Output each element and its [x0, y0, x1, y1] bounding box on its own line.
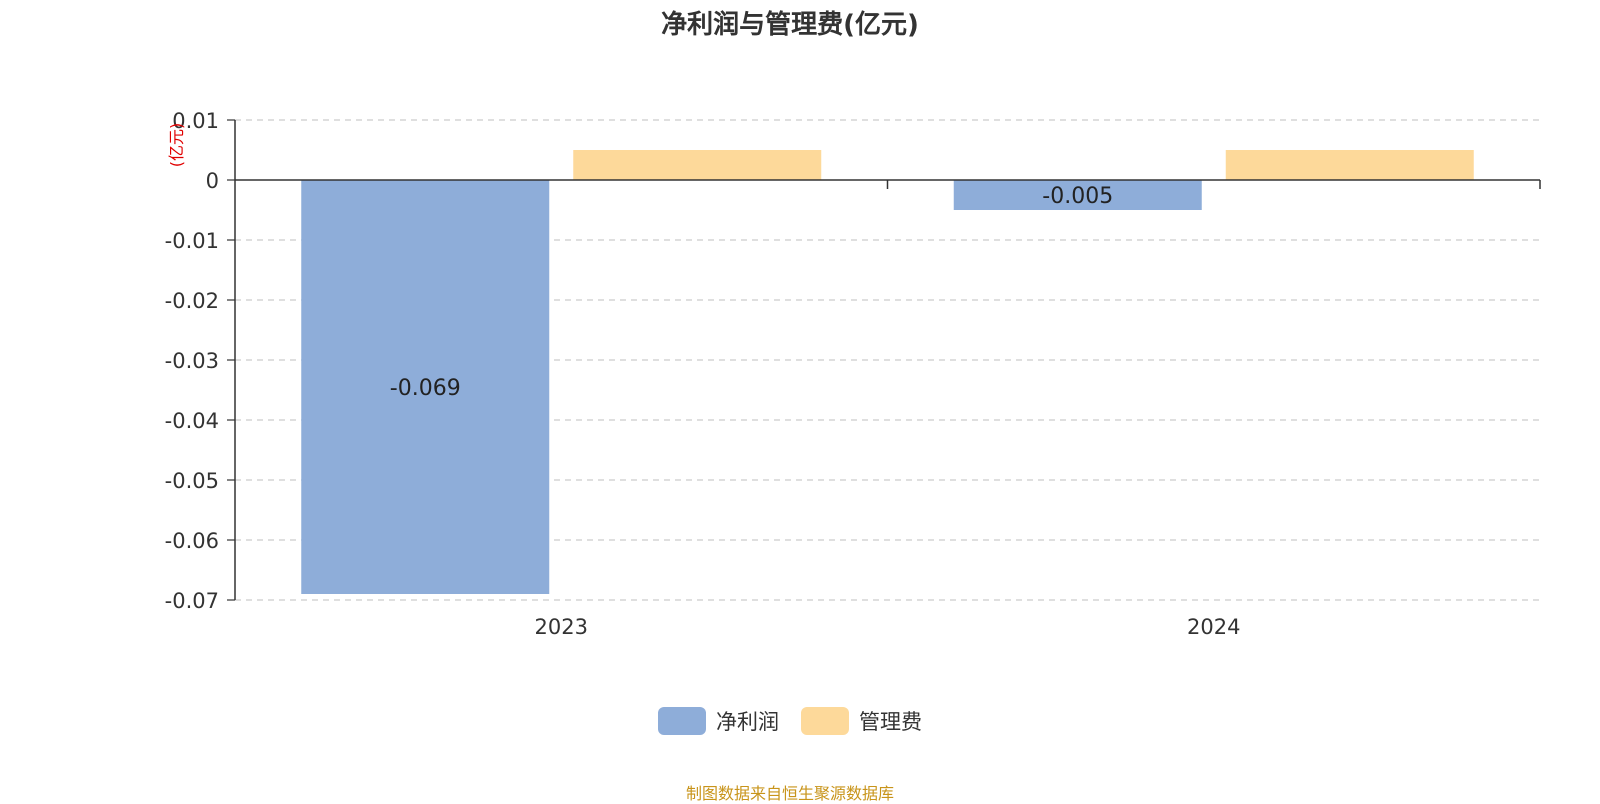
y-tick-label: -0.04: [165, 409, 219, 433]
y-tick-label: -0.07: [165, 589, 219, 613]
x-tick-label: 2024: [1187, 615, 1240, 639]
bar-管理费-2024: [1225, 150, 1474, 180]
legend-swatch-net-profit: [658, 707, 706, 735]
y-tick-label: -0.05: [165, 469, 219, 493]
y-tick-label: 0: [206, 169, 219, 193]
axes: 0.01 0 -0.01 -0.02 -0.03 -0.04 -0.05 -0.06 -0.07…: [165, 109, 1541, 639]
grid-lines: [235, 119, 1540, 601]
legend-item-net-profit[interactable]: 净利润: [658, 706, 779, 736]
y-tick-label: -0.01: [165, 229, 219, 253]
data-label: -0.005: [1042, 184, 1113, 209]
y-tick-label: 0.01: [172, 109, 219, 133]
chart-title: 净利润与管理费(亿元): [661, 10, 919, 40]
bar-净利润-2024: [953, 180, 1202, 210]
x-tick-label: 2023: [535, 615, 588, 639]
bar-管理费-2023: [573, 150, 822, 180]
y-tick-label: -0.02: [165, 289, 219, 313]
y-tick-label: -0.06: [165, 529, 219, 553]
data-label: -0.069: [390, 376, 461, 401]
legend-swatch-management-fee: [801, 707, 849, 735]
legend-label-management-fee: 管理费: [859, 710, 922, 734]
legend: 净利润 管理费: [0, 706, 1580, 736]
source-note: 制图数据来自恒生聚源数据库: [685, 784, 894, 803]
legend-label-net-profit: 净利润: [716, 710, 779, 734]
y-axis-unit-label: (亿元): [167, 123, 186, 168]
bar-净利润-2023: [301, 180, 550, 594]
legend-item-management-fee[interactable]: 管理费: [801, 706, 922, 736]
bars: [301, 150, 1474, 594]
y-tick-label: -0.03: [165, 349, 219, 373]
data-labels: -0.069 -0.005: [390, 184, 1113, 401]
